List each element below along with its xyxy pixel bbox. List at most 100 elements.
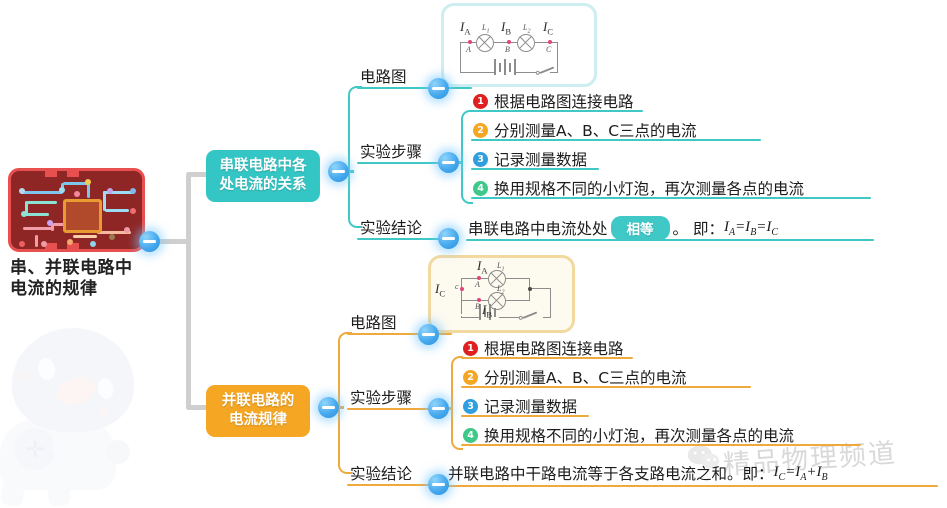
- bullet-3: 3: [463, 398, 478, 414]
- root-connector-stem: [158, 239, 188, 244]
- parallel-label-IB: IB: [482, 302, 493, 320]
- series-step-4-underline: [471, 197, 871, 199]
- lamp-L1-icon: [476, 34, 494, 52]
- series-label-IC: IC: [543, 19, 554, 37]
- parallel-branch-bracket: [338, 332, 352, 474]
- series-point-B: B: [505, 45, 510, 54]
- collapse-toggle-parallel-steps[interactable]: [428, 398, 449, 419]
- parallel-conclusion-underline: [347, 484, 431, 486]
- root-connector-top: [186, 172, 210, 177]
- bullet-1: 1: [463, 340, 478, 356]
- series-step-2-text: 分别测量A、B、C三点的电流: [494, 122, 697, 140]
- series-conclusion-row-underline: [466, 239, 874, 241]
- series-bracket-stem: [348, 170, 354, 173]
- parallel-step-3-underline: [461, 415, 589, 417]
- switch-icon: [522, 311, 538, 319]
- parallel-bracket-stem: [338, 406, 344, 409]
- parallel-steps-bracket: [451, 356, 463, 450]
- series-step-1-underline: [471, 110, 643, 112]
- series-label-L2: L2: [523, 23, 531, 35]
- series-circuit-graphic: IA IB IC L1 L2 A B C: [444, 6, 594, 84]
- series-steps-underline: [357, 162, 441, 164]
- branch-label-parallel: 并联电路的电流规律: [221, 393, 295, 428]
- parallel-step-2-underline: [461, 386, 751, 388]
- lamp-L2-icon: [488, 292, 506, 310]
- parallel-diagram-link: [438, 333, 452, 335]
- series-step-3: 3 记录测量数据: [473, 148, 587, 170]
- bullet-2: 2: [463, 369, 478, 385]
- parallel-circuit-graphic: IA L1 L2 IC c A B IB: [431, 258, 572, 330]
- robot-mascot-watermark: ✛: [0, 320, 190, 508]
- series-sublabel-conclusion: 实验结论: [360, 219, 423, 237]
- series-point-A: A: [466, 45, 471, 54]
- mindmap-canvas: ✛ 精品物理频道: [0, 0, 947, 493]
- series-conclusion-text: 串联电路中电流处处 相等 。 即： IA=IB=IC: [468, 216, 778, 240]
- bullet-1: 1: [473, 93, 488, 109]
- series-step-3-text: 记录测量数据: [494, 151, 588, 169]
- parallel-step-4-underline: [461, 444, 861, 446]
- parallel-conclusion-formula: IC=IA+IB: [773, 463, 828, 483]
- branch-node-series[interactable]: 串联电路中各处电流的关系: [206, 150, 320, 202]
- series-step-3-underline: [471, 168, 599, 170]
- parallel-conclusion-text: 并联电路中干路电流等于各支路电流之和。即： IC=IA+IB: [448, 462, 828, 484]
- root-title: 串、并联电路中电流的规律: [10, 258, 133, 300]
- parallel-label-IC: IC: [435, 281, 446, 299]
- bullet-4: 4: [463, 427, 478, 443]
- series-point-C: C: [546, 45, 552, 54]
- parallel-label-L2: L2: [497, 284, 505, 296]
- series-steps-bracket: [461, 110, 473, 204]
- parallel-point-B: B: [475, 302, 480, 311]
- series-step-1-text: 根据电路图连接电路: [494, 93, 634, 111]
- lamp-L1-icon: [488, 270, 506, 288]
- parallel-sublabel-diagram: 电路图: [350, 314, 397, 332]
- parallel-label-L1: L1: [497, 261, 505, 273]
- parallel-steps-underline: [347, 408, 431, 410]
- series-diagram-link: [448, 87, 472, 89]
- parallel-step-1: 1 根据电路图连接电路: [463, 337, 624, 359]
- parallel-point-C: c: [455, 282, 459, 291]
- series-circuit-card: IA IB IC L1 L2 A B C: [441, 3, 597, 87]
- series-conclusion-suffix: 。 即：: [672, 220, 724, 238]
- bullet-4: 4: [473, 180, 488, 196]
- root-node[interactable]: 串、并联电路中电流的规律: [8, 168, 148, 301]
- series-conclusion-badge: 相等: [610, 216, 670, 240]
- collapse-toggle-series[interactable]: [328, 161, 349, 182]
- parallel-step-1-underline: [461, 357, 633, 359]
- collapse-toggle-parallel-conclusion[interactable]: [428, 474, 449, 495]
- series-steps-stem: [458, 161, 463, 164]
- parallel-step-3: 3 记录测量数据: [463, 395, 577, 417]
- series-branch-bracket: [348, 86, 362, 228]
- parallel-conclusion-prefix: 并联电路中干路电流等于各支路电流之和。即：: [448, 465, 774, 483]
- branch-node-parallel[interactable]: 并联电路的电流规律: [206, 385, 310, 437]
- collapse-toggle-parallel-diagram[interactable]: [418, 324, 439, 345]
- series-step-2-underline: [471, 139, 761, 141]
- parallel-step-4: 4 换用规格不同的小灯泡，再次测量各点的电流: [463, 424, 794, 446]
- series-sublabel-diagram: 电路图: [360, 68, 407, 86]
- lamp-L2-icon: [517, 34, 535, 52]
- branch-label-series: 串联电路中各处电流的关系: [219, 158, 307, 193]
- parallel-diagram-underline: [347, 333, 421, 335]
- collapse-toggle-series-conclusion[interactable]: [438, 228, 459, 249]
- series-step-1: 1 根据电路图连接电路: [473, 90, 634, 112]
- bullet-2: 2: [473, 122, 488, 138]
- parallel-sublabel-conclusion: 实验结论: [350, 465, 413, 483]
- collapse-toggle-root[interactable]: [139, 231, 160, 252]
- series-conclusion-formula: IA=IB=IC: [723, 218, 779, 238]
- series-label-IA: IA: [460, 19, 471, 37]
- series-label-L1: L1: [482, 23, 490, 35]
- collapse-toggle-series-steps[interactable]: [438, 152, 459, 173]
- parallel-steps-stem: [448, 407, 453, 410]
- series-conclusion-underline: [357, 238, 441, 240]
- series-diagram-underline: [357, 87, 431, 89]
- collapse-toggle-series-diagram[interactable]: [428, 78, 449, 99]
- root-connector-bottom: [186, 405, 210, 410]
- parallel-sublabel-steps: 实验步骤: [350, 389, 413, 407]
- bullet-3: 3: [473, 151, 488, 167]
- parallel-label-IA: IA: [477, 258, 488, 276]
- parallel-circuit-card: IA L1 L2 IC c A B IB: [428, 255, 575, 333]
- series-sublabel-steps: 实验步骤: [360, 143, 423, 161]
- parallel-point-A: A: [475, 280, 480, 289]
- collapse-toggle-parallel[interactable]: [318, 397, 339, 418]
- series-step-4-text: 换用规格不同的小灯泡，再次测量各点的电流: [494, 180, 805, 198]
- parallel-step-3-text: 记录测量数据: [484, 398, 578, 416]
